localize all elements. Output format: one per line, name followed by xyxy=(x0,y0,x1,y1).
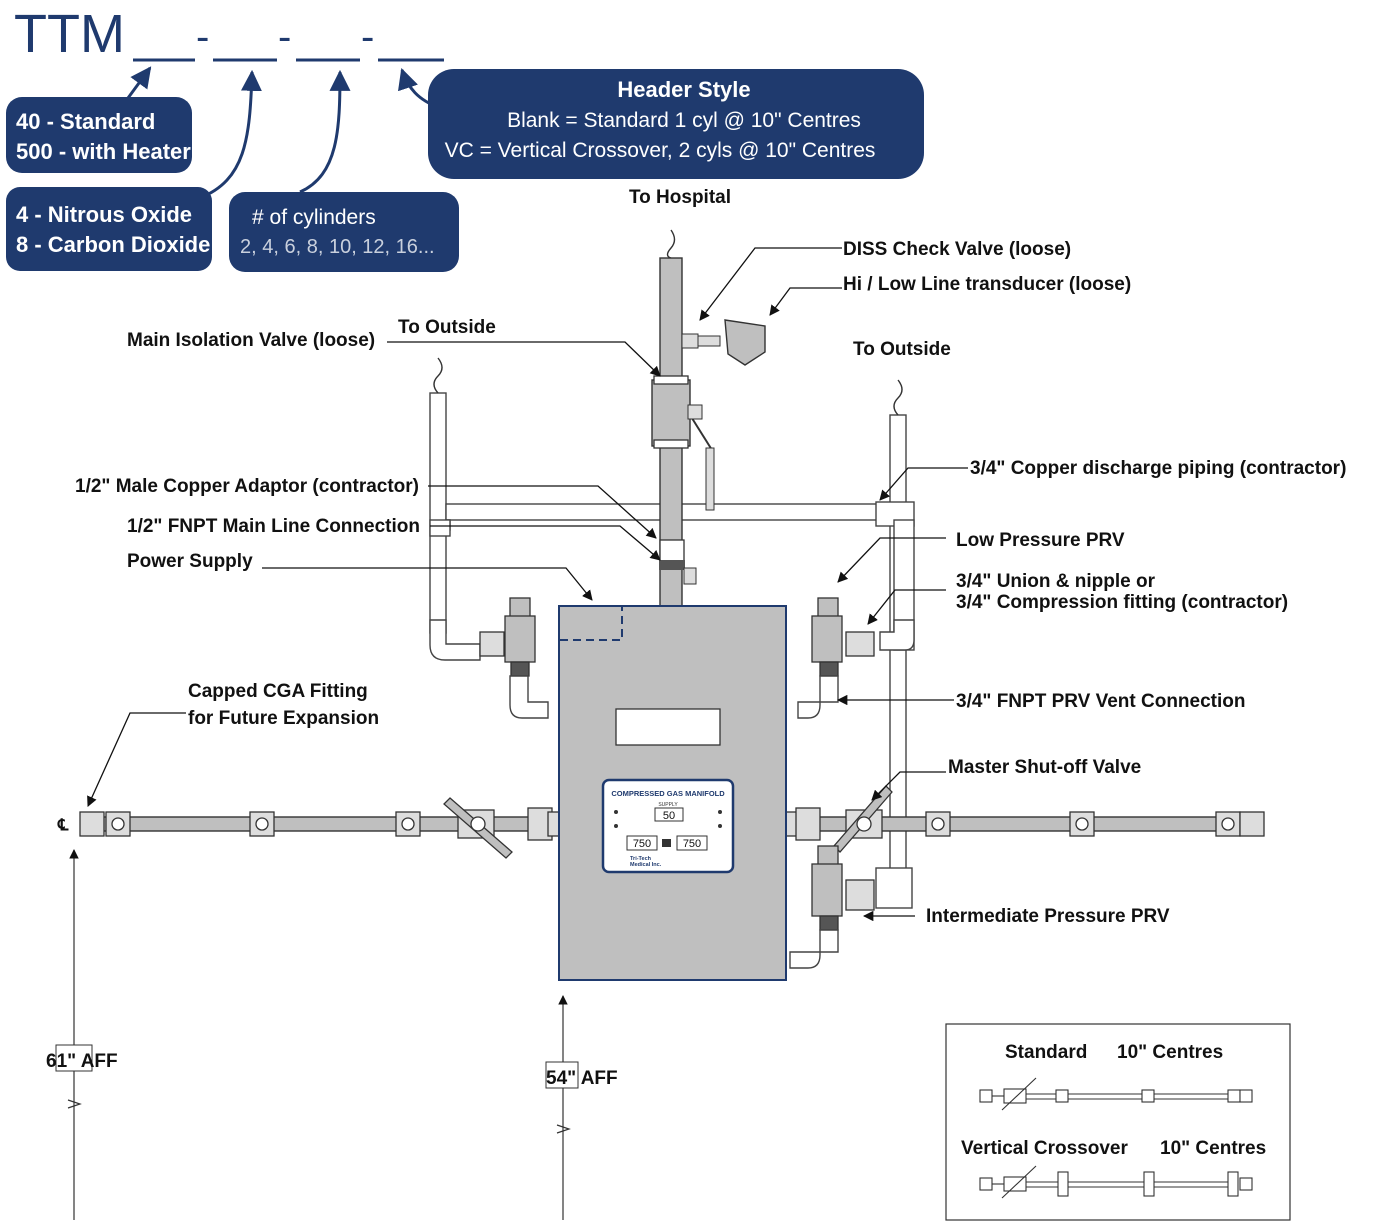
legend-box: Standard 10" Centres Vertical Crossover … xyxy=(945,1023,1291,1221)
label-discharge: 3/4" Copper discharge piping (contractor… xyxy=(970,458,1346,479)
legend-vc-centres: 10" Centres xyxy=(1160,1138,1266,1159)
type-box-line2: 500 - with Heater xyxy=(16,139,191,164)
label-cga-2: for Future Expansion xyxy=(188,708,379,729)
legend-standard-centres: 10" Centres xyxy=(1117,1042,1223,1063)
cabinet: COMPRESSED GAS MANIFOLD SUPPLY 50 750 75… xyxy=(558,605,787,981)
piping: ℄ xyxy=(57,229,1265,969)
gas-box: 4 - Nitrous Oxide 8 - Carbon Dioxide xyxy=(6,187,212,271)
legend-vc-title: Vertical Crossover xyxy=(961,1138,1128,1159)
panel-supply-label: SUPPLY xyxy=(658,802,678,808)
header-style-title: Header Style xyxy=(617,77,750,102)
label-vent: 3/4" FNPT PRV Vent Connection xyxy=(956,691,1245,712)
cylinders-values: 2, 4, 6, 8, 10, 12, 16... xyxy=(240,236,435,258)
panel-supply-value: 50 xyxy=(663,810,675,822)
label-aff-54: 54" AFF xyxy=(546,1068,618,1089)
label-main-isolation: Main Isolation Valve (loose) xyxy=(127,330,375,351)
panel-brand-1: Tri-Tech xyxy=(630,856,652,862)
label-master: Master Shut-off Valve xyxy=(948,757,1141,778)
label-transducer: Hi / Low Line transducer (loose) xyxy=(843,274,1131,295)
model-sep-3: - xyxy=(361,15,374,59)
type-box: 40 - Standard 500 - with Heater xyxy=(6,97,192,173)
gas-box-line2: 8 - Carbon Dioxide xyxy=(16,232,210,257)
label-cga-1: Capped CGA Fitting xyxy=(188,681,368,702)
type-box-line1: 40 - Standard xyxy=(16,109,155,134)
legend-standard-title: Standard xyxy=(1005,1042,1087,1063)
label-union-1: 3/4" Union & nipple or xyxy=(956,571,1156,592)
label-low-prv: Low Pressure PRV xyxy=(956,530,1125,551)
panel-left-value: 750 xyxy=(633,838,651,850)
model-prefix: TTM xyxy=(14,4,125,64)
control-panel: COMPRESSED GAS MANIFOLD SUPPLY 50 750 75… xyxy=(601,778,735,874)
model-sep-1: - xyxy=(196,15,209,59)
label-power: Power Supply xyxy=(127,551,253,572)
cylinders-title: # of cylinders xyxy=(252,206,376,229)
header-style-box: Header Style Blank = Standard 1 cyl @ 10… xyxy=(428,69,924,179)
panel-right-value: 750 xyxy=(683,838,701,850)
model-arrows xyxy=(126,66,441,200)
label-to-outside-right: To Outside xyxy=(853,339,951,360)
label-diss: DISS Check Valve (loose) xyxy=(843,239,1071,260)
label-aff-61: 61" AFF xyxy=(46,1051,118,1072)
model-sep-2: - xyxy=(278,15,291,59)
label-intermediate: Intermediate Pressure PRV xyxy=(926,906,1170,927)
label-male-adaptor: 1/2" Male Copper Adaptor (contractor) xyxy=(75,476,419,497)
panel-title: COMPRESSED GAS MANIFOLD xyxy=(611,789,725,798)
labels: To Hospital DISS Check Valve (loose) Hi … xyxy=(46,187,1346,1220)
model-number: TTM - - - xyxy=(14,4,444,64)
panel-brand-2: Medical Inc. xyxy=(630,862,662,868)
header-style-line2: VC = Vertical Crossover, 2 cyls @ 10" Ce… xyxy=(445,139,876,162)
header-style-line1: Blank = Standard 1 cyl @ 10" Centres xyxy=(507,109,861,132)
gas-box-line1: 4 - Nitrous Oxide xyxy=(16,202,192,227)
label-to-hospital: To Hospital xyxy=(629,187,731,208)
label-to-outside-left: To Outside xyxy=(398,317,496,338)
cylinders-box: # of cylinders 2, 4, 6, 8, 10, 12, 16... xyxy=(229,192,459,272)
label-fnpt-main: 1/2" FNPT Main Line Connection xyxy=(127,516,420,537)
centerline-mark: ℄ xyxy=(57,817,69,834)
label-union-2: 3/4" Compression fitting (contractor) xyxy=(956,592,1288,613)
